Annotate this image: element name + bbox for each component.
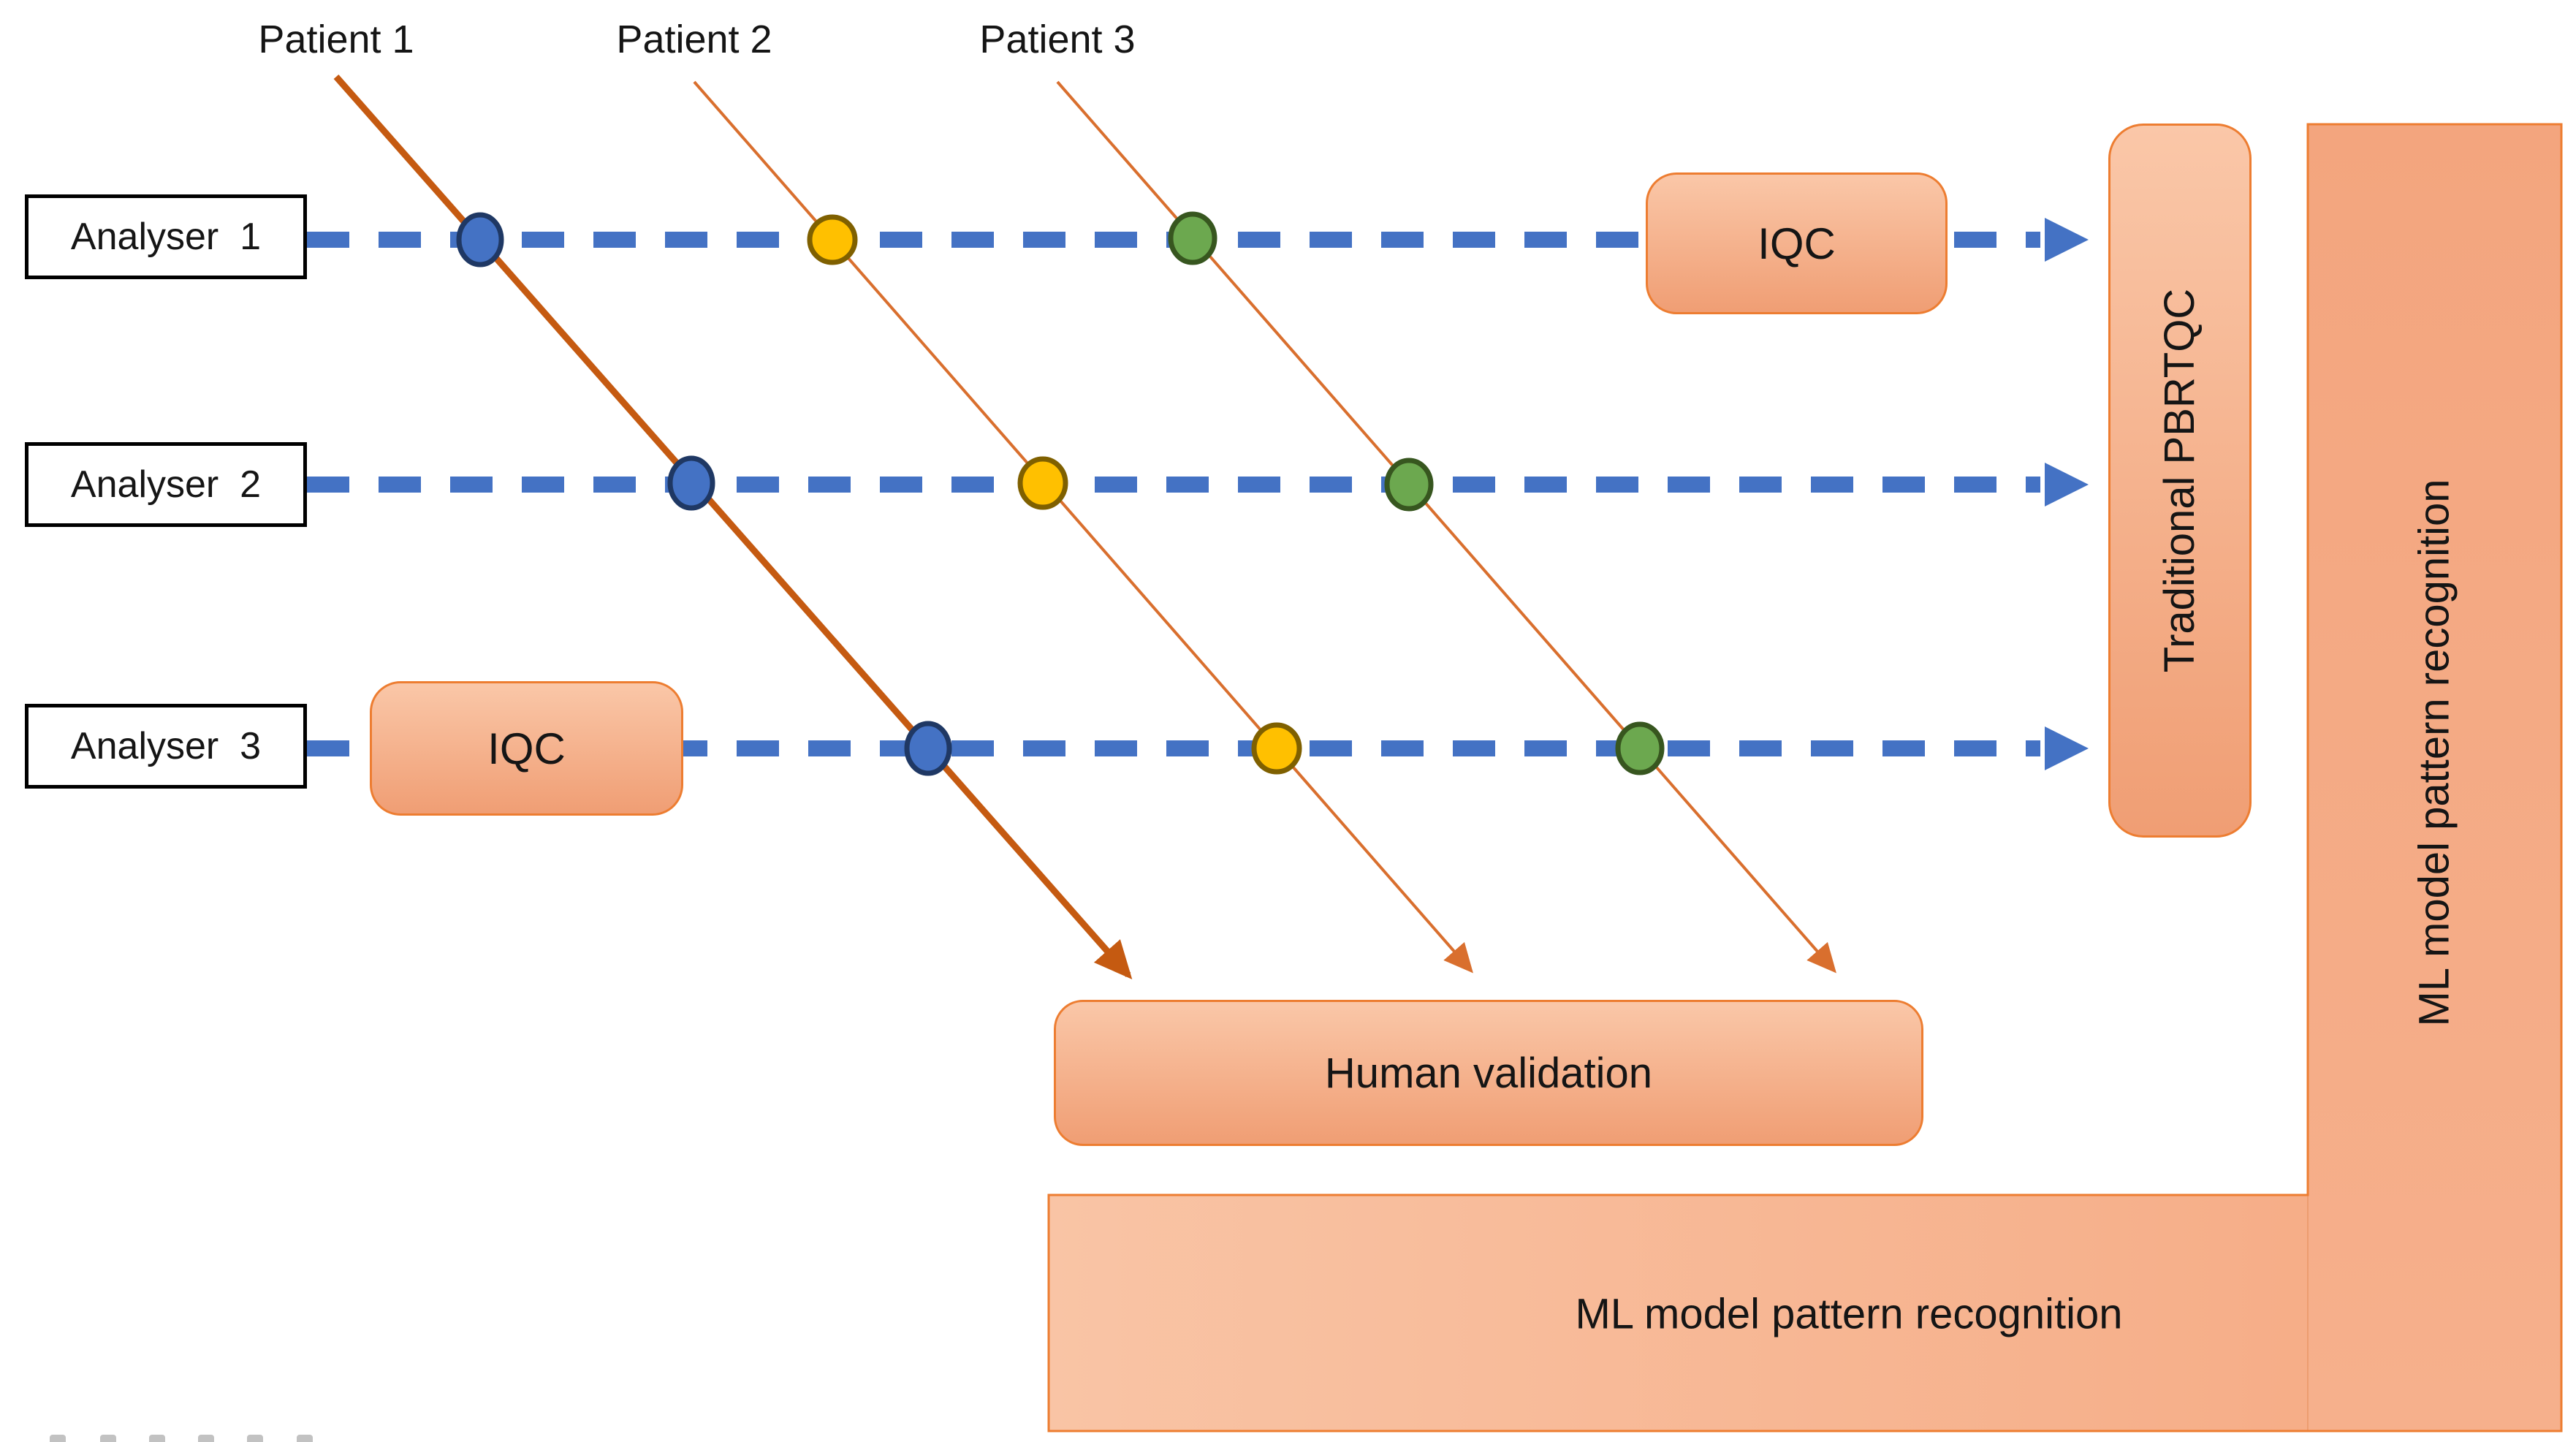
patient-1-label: Patient 1: [258, 18, 414, 61]
cropped-caption-remnant: [198, 1435, 214, 1442]
traditional-pbrtqc-label: Traditional PBRTQC: [2156, 288, 2204, 673]
sample-dot-patient1-analyser1: [456, 212, 504, 267]
ml-vertical-bar: [2308, 124, 2561, 1431]
analyser-3-box: Analyser 3: [25, 704, 307, 789]
iqc-analyser3-label: IQC: [487, 724, 566, 773]
sample-dot-patient1-analyser3: [904, 721, 952, 776]
sample-dot-patient1-analyser2: [667, 455, 715, 511]
cropped-caption-remnant: [297, 1435, 313, 1442]
cropped-caption-remnant: [247, 1435, 263, 1442]
sample-dot-patient2-analyser1: [807, 214, 858, 265]
patient-1-arrow: [333, 75, 1133, 979]
cropped-caption-remnant: [149, 1435, 165, 1442]
patient-2-label: Patient 2: [616, 18, 772, 61]
analyser-2-box: Analyser 2: [25, 442, 307, 527]
sample-dot-patient3-analyser1: [1168, 211, 1217, 265]
iqc-box-analyser1: IQC: [1646, 172, 1948, 314]
sample-dot-patient2-analyser3: [1251, 722, 1302, 775]
iqc-box-analyser3: IQC: [370, 681, 683, 816]
analyser-3-arrowhead-icon: [2045, 726, 2089, 770]
analyser-3-label: Analyser 3: [70, 725, 262, 767]
traditional-pbrtqc-box: Traditional PBRTQC: [2108, 124, 2252, 838]
human-validation-box: Human validation: [1054, 1000, 1923, 1146]
analyser-1-label: Analyser 1: [70, 216, 262, 258]
analyser-2-arrowhead-icon: [2045, 463, 2089, 506]
analyser-1-box: Analyser 1: [25, 194, 307, 279]
patient-2-arrow: [693, 80, 1473, 974]
sample-dot-patient3-analyser3: [1615, 721, 1665, 775]
analyser-2-label: Analyser 2: [70, 463, 262, 506]
ml-bottom-bar-label: ML model pattern recognition: [1575, 1290, 2123, 1338]
human-validation-label: Human validation: [1324, 1049, 1653, 1097]
sample-dot-patient2-analyser2: [1017, 456, 1068, 510]
cropped-caption-remnant: [100, 1435, 116, 1442]
sample-dot-patient3-analyser2: [1384, 458, 1434, 512]
ml-bar-outline: [1047, 123, 2563, 1432]
analyser-1-arrowhead-icon: [2045, 218, 2089, 262]
ml-vertical-bar-label: ML model pattern recognition: [2410, 479, 2458, 1027]
iqc-analyser1-label: IQC: [1758, 219, 1836, 268]
cropped-caption-remnant: [50, 1435, 66, 1442]
patient-3-label: Patient 3: [979, 18, 1136, 61]
